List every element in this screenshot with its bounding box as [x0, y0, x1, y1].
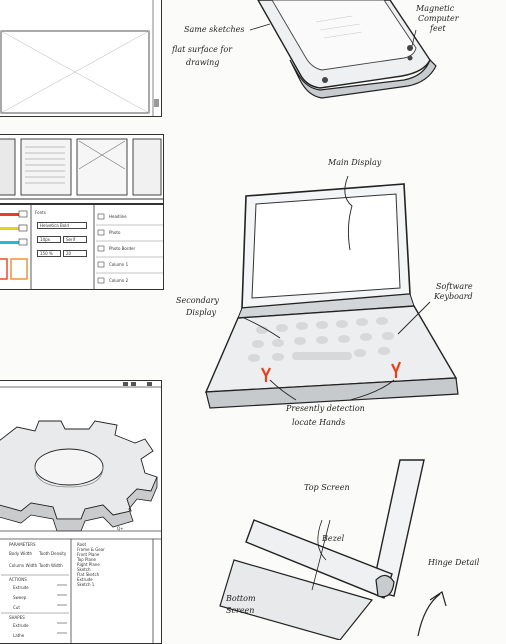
- property-bars: [0, 205, 163, 289]
- annotation-screen: Screen: [226, 606, 255, 615]
- annotation-main-display: Main Display: [328, 158, 382, 167]
- annotation-flat-surface: flat surface for: [172, 45, 233, 54]
- hinge-sketch: [219, 459, 447, 640]
- annotation-bottom: Bottom: [226, 594, 256, 603]
- font-name-field[interactable]: Helvetica Bold: [37, 222, 87, 229]
- annotation-hinge-detail: Hinge Detail: [428, 558, 480, 567]
- font-size-field[interactable]: 14px: [37, 236, 61, 243]
- font-style-field[interactable]: Serif: [63, 236, 87, 243]
- annotation-software: Software: [436, 282, 473, 291]
- annotation-feet: feet: [430, 24, 446, 33]
- sketch-properties-panel: Fonts Helvetica Bold 14px Serif 150 % 20…: [0, 204, 164, 290]
- tree-item[interactable]: Root: [77, 542, 87, 547]
- fonts-label: Fonts: [35, 210, 46, 215]
- shape-item[interactable]: Lathe: [13, 633, 25, 638]
- layer-item[interactable]: Photo Border: [109, 246, 136, 251]
- tablet-sketch: [249, 0, 437, 99]
- zoom-label[interactable]: Q+: [117, 526, 124, 531]
- annotation-keyboard: Keyboard: [434, 292, 473, 301]
- section-actions: ACTIONS: [9, 577, 27, 582]
- param-label: Tooth Width: [39, 563, 63, 568]
- annotation-magnetic: Magnetic: [416, 4, 455, 13]
- feature-tree: Root Frame & Gear Front Plane Top Plane …: [77, 542, 149, 587]
- filmstrip-frames: [0, 138, 163, 200]
- sketch-filmstrip: [0, 134, 164, 204]
- section-shapes: SHAPES: [9, 615, 25, 620]
- action-item[interactable]: Cut: [13, 605, 20, 610]
- annotation-drawing: drawing: [186, 58, 220, 67]
- param-label: Body Width: [9, 551, 32, 556]
- tree-item[interactable]: Front Plane: [77, 552, 100, 557]
- annotation-presently-detection: Presently detection: [286, 404, 365, 413]
- layer-item[interactable]: Column 2: [109, 278, 129, 283]
- laptop-sketch: [204, 175, 459, 409]
- tree-item[interactable]: Frame & Gear: [77, 547, 105, 552]
- action-item[interactable]: Extrude: [13, 585, 29, 590]
- tree-item[interactable]: Sketch 1: [77, 582, 95, 587]
- layer-item[interactable]: Photo: [109, 230, 121, 235]
- tree-item[interactable]: Extrude: [77, 577, 93, 582]
- spacing-num-field[interactable]: 20: [63, 250, 87, 257]
- tree-item[interactable]: Sketch: [77, 567, 91, 572]
- tree-item[interactable]: Right Plane: [77, 562, 100, 567]
- annotation-display: Display: [186, 308, 217, 317]
- annotation-same-sketches: Same sketches: [184, 25, 245, 34]
- action-item[interactable]: Sweep: [13, 595, 27, 600]
- wireframe-top: [0, 0, 159, 116]
- gear-sketch: [0, 382, 161, 643]
- param-label: Column Width: [9, 563, 38, 568]
- annotation-computer: Computer: [418, 14, 459, 23]
- layer-item[interactable]: Column 1: [109, 262, 129, 267]
- shape-item[interactable]: Extrude: [13, 623, 29, 628]
- tree-item[interactable]: Flat Sketch: [77, 572, 100, 577]
- annotation-locate-hands: locate Hands: [292, 418, 346, 427]
- spacing-field[interactable]: 150 %: [37, 250, 61, 257]
- tree-item[interactable]: Top Plane: [77, 557, 96, 562]
- annotation-secondary: Secondary: [176, 296, 219, 305]
- layer-item[interactable]: Headline: [109, 214, 127, 219]
- sketch-cad-panel: Q+ PARAMETERS Body Width Tooth Density C…: [0, 380, 162, 644]
- annotation-bezel: Bezel: [322, 534, 345, 543]
- param-label: Tooth Density: [39, 551, 67, 556]
- annotation-top-screen: Top Screen: [304, 483, 350, 492]
- sketch-panel-top: [0, 0, 162, 117]
- section-parameters: PARAMETERS: [9, 542, 36, 547]
